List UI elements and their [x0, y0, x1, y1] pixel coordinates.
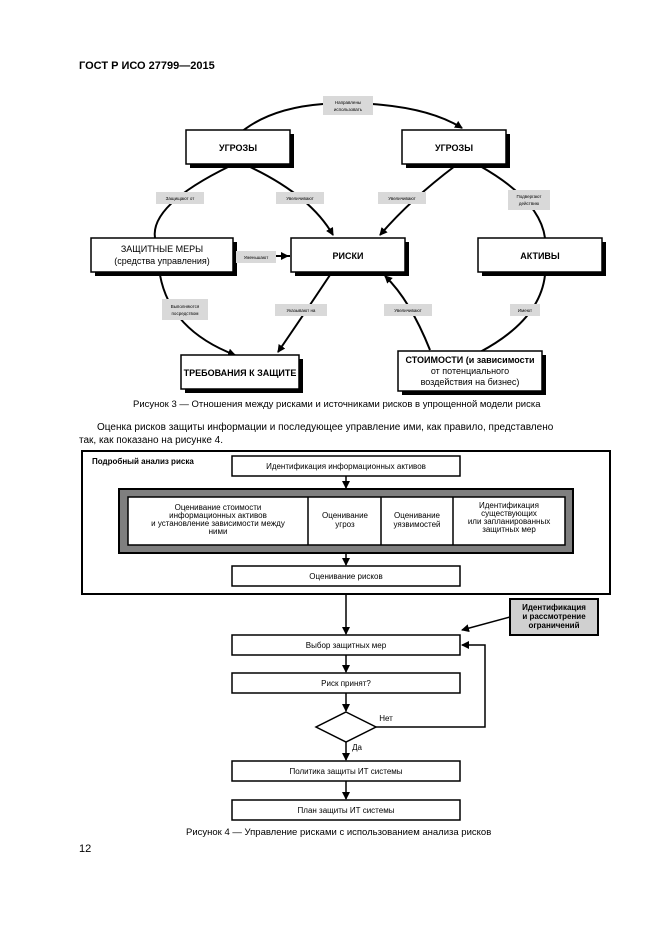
standard-header: ГОСТ Р ИСО 27799—2015	[79, 60, 215, 72]
paragraph-line2: так, как показано на рисунке 4.	[79, 435, 223, 446]
no-label: Нет	[379, 714, 393, 723]
label-increase-2: Увеличивают	[388, 196, 415, 201]
risks-text: РИСКИ	[333, 251, 364, 261]
box-threats-left	[185, 129, 294, 168]
requirements-text: ТРЕБОВАНИЯ К ЗАЩИТЕ	[184, 368, 297, 378]
label-implemented-line2: посредством	[172, 311, 199, 316]
measures-line1: ЗАЩИТНЫЕ МЕРЫ	[121, 244, 203, 254]
cell4-line3: или запланированных	[468, 517, 550, 526]
box-risks	[290, 237, 409, 276]
cell4-line1: Идентификация	[479, 501, 539, 510]
figure3-caption: Рисунок 3 — Отношения между рисками и ис…	[133, 399, 541, 410]
cell1-line3: и установление зависимости между	[151, 519, 285, 528]
values-line1: СТОИМОСТИ (и зависимости	[405, 355, 534, 365]
cell4-line2: существующих	[481, 509, 537, 518]
label-expose-line2: действию	[519, 200, 540, 206]
frame-title: Подробный анализ риска	[92, 457, 194, 466]
constraints-line3: ограничений	[528, 621, 579, 630]
cell2-line2: угроз	[335, 520, 355, 529]
box-values	[397, 350, 546, 395]
cell1-line2: информационных активов	[169, 511, 267, 520]
fig3-box-texts: УГРОЗЫ УГРОЗЫ ЗАЩИТНЫЕ МЕРЫ (средства уп…	[114, 143, 560, 387]
policy-text: Политика защиты ИТ системы	[289, 767, 402, 776]
constraints-line2: и рассмотрение	[522, 612, 586, 621]
values-line2: от потенциального	[431, 366, 509, 376]
label-indicate: Указывают на	[287, 308, 316, 313]
box-assets	[477, 237, 606, 276]
fig4-texts: Подробный анализ риска Идентификация инф…	[92, 457, 586, 815]
label-reduce: Уменьшают	[244, 255, 269, 260]
cell1-line4: ними	[209, 527, 228, 536]
label-increase-3: Увеличивают	[394, 308, 421, 313]
plan-text: План защиты ИТ системы	[298, 806, 395, 815]
cell4-line4: защитных мер	[482, 525, 536, 534]
cell3-line2: уязвимостей	[393, 520, 440, 529]
measures-line2: (средства управления)	[114, 256, 209, 266]
values-line3: воздействия на бизнес)	[421, 377, 520, 387]
identify-assets-text: Идентификация информационных активов	[266, 462, 426, 471]
box-measures	[90, 237, 237, 276]
paragraph-line1: Оценка рисков защиты информации и послед…	[97, 422, 554, 433]
top-label-line1: Направлены	[335, 100, 361, 105]
box-requirements	[180, 354, 303, 393]
yes-label: Да	[352, 743, 362, 752]
select-measures-text: Выбор защитных мер	[306, 641, 387, 650]
figure4-caption: Рисунок 4 — Управление рисками с использ…	[186, 827, 492, 838]
cell3-line1: Оценивание	[394, 511, 441, 520]
figure4-diagram	[81, 450, 611, 821]
risk-accepted-text: Риск принят?	[321, 679, 371, 688]
label-have: Имеют	[518, 308, 532, 313]
cell2-line1: Оценивание	[322, 511, 369, 520]
label-protect: Защищают от	[166, 196, 195, 201]
label-expose-line1: Подвергают	[517, 194, 542, 199]
risk-assessment-text: Оценивание рисков	[309, 572, 382, 581]
fig3-edge-labels: Направлены использовать Защищают от Увел…	[166, 100, 542, 316]
constraints-line1: Идентификация	[522, 603, 586, 612]
assets-text: АКТИВЫ	[520, 251, 560, 261]
fig3-label-backgrounds	[156, 96, 550, 320]
box-threats-right	[401, 129, 510, 168]
top-label-line2: использовать	[334, 107, 363, 112]
cell1-line1: Оценивание стоимости	[175, 503, 262, 512]
threats-left-text: УГРОЗЫ	[219, 143, 257, 153]
threats-right-text: УГРОЗЫ	[435, 143, 473, 153]
label-implemented-line1: Выполняются	[171, 304, 200, 309]
label-increase-1: Увеличивают	[286, 196, 313, 201]
page-number: 12	[79, 843, 92, 855]
